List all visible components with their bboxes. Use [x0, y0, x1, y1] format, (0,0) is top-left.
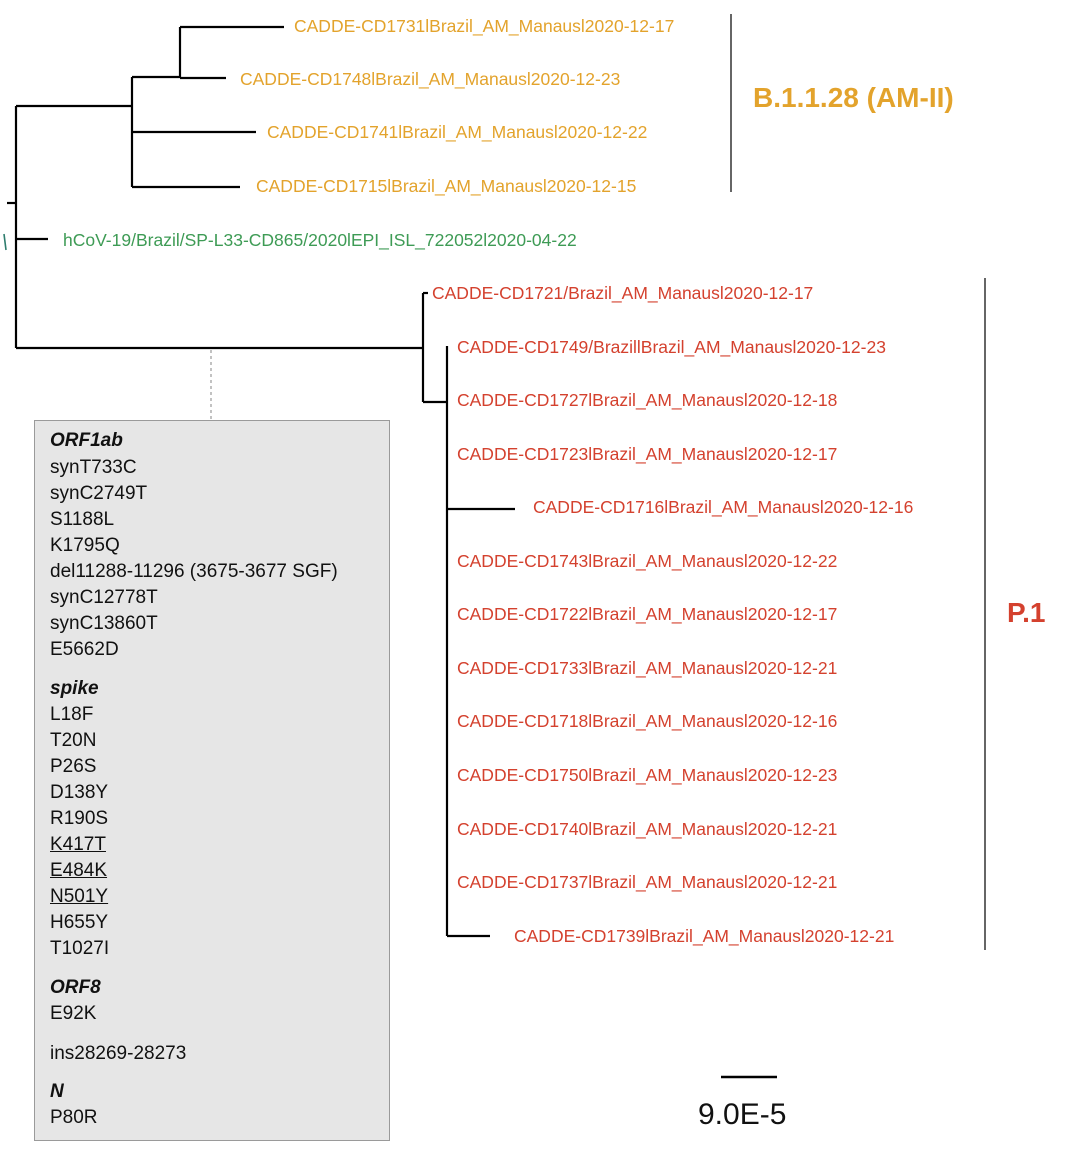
- leaf-label-b1128: CADDE-CD1731lBrazil_AM_Manausl2020-12-17: [294, 16, 674, 37]
- mutation-item-key: K417T: [50, 834, 106, 855]
- mutation-item: P26S: [50, 756, 97, 777]
- leaf-label-reference: hCoV-19/Brazil/SP-L33-CD865/2020lEPI_ISL…: [63, 230, 577, 251]
- mutation-item: D138Y: [50, 782, 109, 803]
- gene-heading-spike: spike: [50, 678, 99, 699]
- mutation-panel: [34, 420, 390, 1141]
- mutation-item: E5662D: [50, 639, 119, 660]
- mutation-item: T1027I: [50, 938, 110, 959]
- scale-bar-label: 9.0E-5: [698, 1098, 786, 1131]
- leaf-label-p1: CADDE-CD1733lBrazil_AM_Manausl2020-12-21: [457, 658, 837, 679]
- leaf-label-p1: CADDE-CD1749/BrazillBrazil_AM_Manausl202…: [457, 337, 886, 358]
- mutation-item: synC13860T: [50, 613, 158, 634]
- leaf-label-p1: CADDE-CD1740lBrazil_AM_Manausl2020-12-21: [457, 819, 837, 840]
- mutation-item: P80R: [50, 1107, 98, 1128]
- clade-label-b1128: B.1.1.28 (AM-II): [753, 82, 954, 113]
- leaf-label-p1: CADDE-CD1716lBrazil_AM_Manausl2020-12-16: [533, 497, 913, 518]
- mutation-insertion: ins28269-28273: [50, 1043, 187, 1064]
- mutation-item: R190S: [50, 808, 109, 829]
- mutation-item: synC12778T: [50, 587, 158, 608]
- clade-label-p1: P.1: [1007, 597, 1045, 628]
- gene-heading-orf8: ORF8: [50, 977, 101, 998]
- mutation-item: synC2749T: [50, 483, 148, 504]
- root-tick-mark: [3, 233, 7, 251]
- leaf-label-p1: CADDE-CD1739lBrazil_AM_Manausl2020-12-21: [514, 926, 894, 947]
- leaf-label-p1: CADDE-CD1718lBrazil_AM_Manausl2020-12-16: [457, 711, 837, 732]
- leaf-label-p1: CADDE-CD1743lBrazil_AM_Manausl2020-12-22: [457, 551, 837, 572]
- mutation-item: del11288-11296 (3675-3677 SGF): [50, 561, 338, 582]
- leaf-label-p1: CADDE-CD1737lBrazil_AM_Manausl2020-12-21: [457, 872, 837, 893]
- mutation-item: L18F: [50, 704, 94, 725]
- mutation-item-key: N501Y: [50, 886, 109, 907]
- leaf-label-b1128: CADDE-CD1715lBrazil_AM_Manausl2020-12-15: [256, 176, 636, 197]
- mutation-item: H655Y: [50, 912, 109, 933]
- leaf-label-b1128: CADDE-CD1741lBrazil_AM_Manausl2020-12-22: [267, 122, 647, 143]
- mutation-item: K1795Q: [50, 535, 120, 556]
- mutation-item: T20N: [50, 730, 97, 751]
- leaf-label-p1: CADDE-CD1750lBrazil_AM_Manausl2020-12-23: [457, 765, 837, 786]
- leaf-label-b1128: CADDE-CD1748lBrazil_AM_Manausl2020-12-23: [240, 69, 620, 90]
- leaf-label-p1: CADDE-CD1727lBrazil_AM_Manausl2020-12-18: [457, 390, 837, 411]
- mutation-item-key: E484K: [50, 860, 108, 881]
- mutation-item: synT733C: [50, 457, 137, 478]
- gene-heading-n: N: [50, 1081, 64, 1102]
- leaf-label-p1: CADDE-CD1722lBrazil_AM_Manausl2020-12-17: [457, 604, 837, 625]
- mutation-item: E92K: [50, 1003, 97, 1024]
- leaf-label-p1: CADDE-CD1721/Brazil_AM_Manausl2020-12-17: [432, 283, 813, 304]
- tree-branches: [7, 25, 515, 938]
- leaf-label-p1: CADDE-CD1723lBrazil_AM_Manausl2020-12-17: [457, 444, 837, 465]
- gene-heading-orf1ab: ORF1ab: [50, 430, 123, 451]
- mutation-item: S1188L: [50, 509, 115, 530]
